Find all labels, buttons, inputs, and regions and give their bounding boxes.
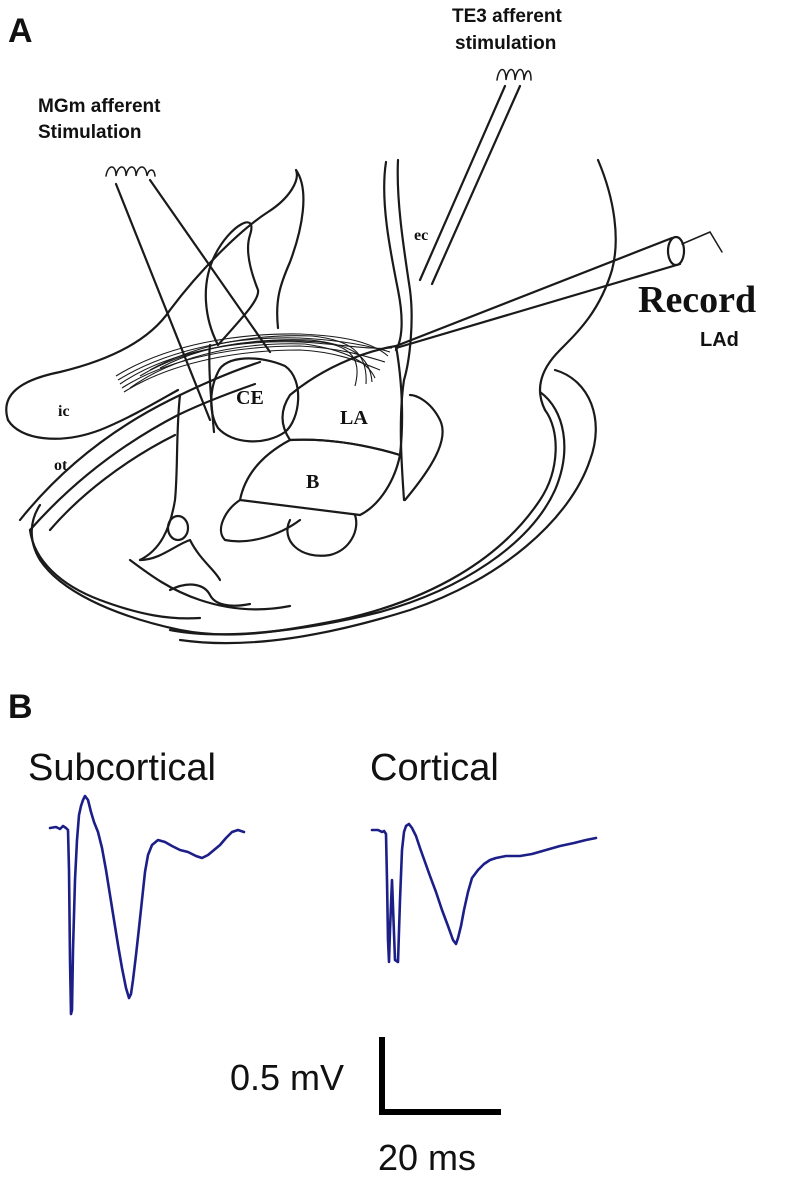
te3-stim-label-line1: TE3 afferent: [452, 6, 562, 27]
record-electrode-tip-icon: [666, 235, 686, 267]
mgm-stim-label-line2: Stimulation: [38, 122, 141, 143]
trace-cortical: [370, 822, 598, 964]
mgm-coil-icon: [105, 166, 156, 177]
b-outline: [238, 438, 402, 517]
record-electrode-wire: [681, 231, 723, 253]
ot-band-lower: [48, 433, 177, 532]
record-sublabel: LAd: [700, 329, 739, 351]
ec-line-left: [383, 160, 403, 352]
region-la-label: LA: [340, 407, 368, 429]
region-ce-label: CE: [236, 387, 264, 409]
medial-line-2: [138, 538, 222, 582]
te3-electrode-shaft-right: [430, 84, 522, 286]
cortex-outline-upper: [538, 158, 617, 412]
la-outline: [281, 344, 404, 457]
scale-time-label: 20 ms: [378, 1137, 476, 1178]
tract-ec-label: ec: [414, 227, 428, 244]
ot-band-middle: [28, 382, 257, 532]
medial-vertical: [208, 343, 216, 434]
tract-ic-label: ic: [58, 403, 70, 420]
record-electrode-shaft-upper: [394, 236, 674, 348]
mgm-stimulating-electrode: [105, 166, 272, 422]
record-label: Record: [638, 279, 756, 321]
record-electrode-shaft-lower: [394, 262, 682, 350]
te3-coil-icon: [496, 68, 532, 81]
ventral-border-inner-2: [168, 390, 566, 636]
ot-lower-curve: [28, 528, 202, 620]
striatum-outline: [5, 168, 305, 422]
dorsal-striatum-outline: [204, 221, 260, 347]
te3-stimulating-electrode: [418, 68, 532, 286]
la-lateral-lobe: [403, 393, 444, 502]
trace-subcortical-title: Subcortical: [28, 747, 216, 789]
fiber-bundle: [115, 333, 393, 393]
mgm-stim-label-line1: MGm afferent: [38, 96, 161, 117]
tract-ot-label: ot: [54, 457, 68, 474]
ventral-curve-2: [168, 583, 252, 607]
scale-bar: [379, 1037, 501, 1115]
trace-subcortical: [48, 794, 246, 1016]
te3-electrode-shaft-left: [418, 84, 507, 282]
ventral-border-outer: [30, 408, 557, 636]
ic-lower-outline: [6, 388, 180, 440]
te3-stim-label-line2: stimulation: [455, 33, 556, 54]
ventral-curve: [128, 558, 292, 611]
panel-b: B Subcortical Cortical 0.5 mV 20 ms: [8, 688, 598, 1178]
brain-section-outline: [5, 158, 617, 645]
region-b-label: B: [306, 471, 319, 493]
ventral-lobe-right: [286, 513, 358, 557]
panel-b-letter: B: [8, 688, 33, 726]
scale-voltage-label: 0.5 mV: [230, 1057, 344, 1098]
ot-band-upper: [18, 360, 262, 522]
ventral-border-outer-2: [178, 368, 597, 645]
panel-a-letter: A: [8, 12, 33, 50]
b-lower-lobe: [219, 498, 302, 543]
mgm-electrode-shaft-left: [114, 182, 212, 422]
recording-electrode: [394, 231, 723, 350]
panel-a: A MGm afferent Stimulation TE3 afferent …: [5, 6, 756, 645]
trace-cortical-title: Cortical: [370, 747, 499, 789]
small-nucleus-circle: [166, 514, 190, 542]
medial-line-1: [138, 393, 182, 562]
